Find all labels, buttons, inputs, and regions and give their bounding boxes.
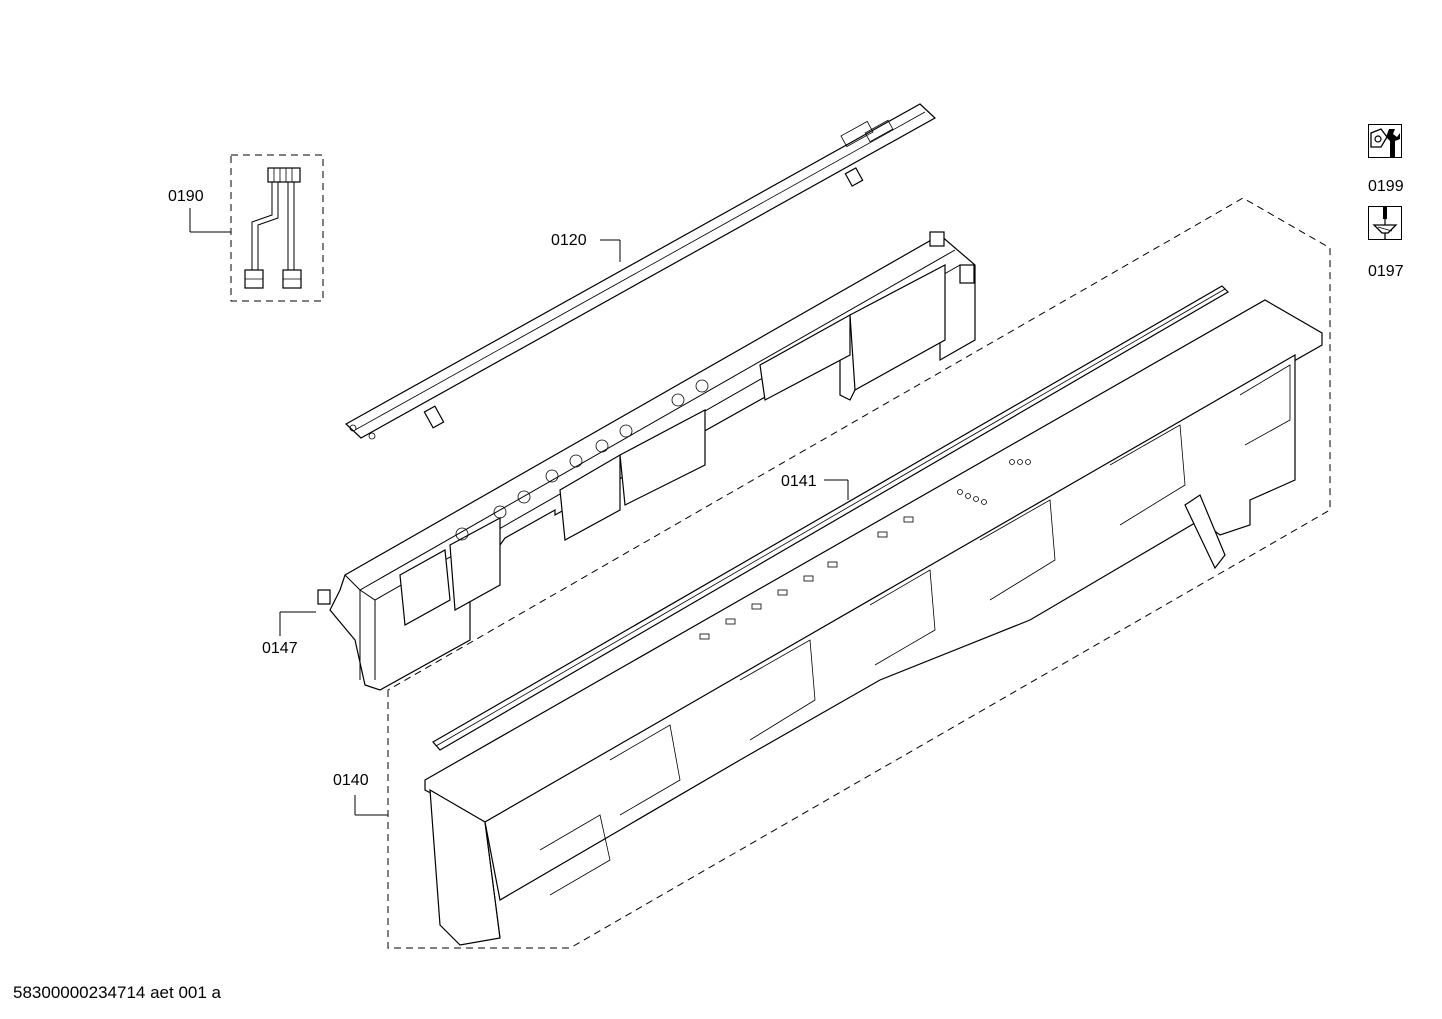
callout-0147[interactable]: 0147 — [262, 640, 298, 657]
callout-0190[interactable]: 0190 — [168, 188, 204, 205]
drawing-id: 58300000234714 aet 001 a — [13, 983, 221, 1002]
callout-0141[interactable]: 0141 — [781, 473, 817, 490]
wiring-harness-part[interactable] — [230, 154, 324, 302]
control-panel-strip-part[interactable] — [344, 103, 937, 440]
callout-0199[interactable]: 0199 — [1368, 178, 1404, 195]
screwdriver-screw-icon[interactable] — [1368, 206, 1402, 240]
callout-0140[interactable]: 0140 — [333, 772, 369, 789]
assembly-boundary-0140 — [387, 197, 1331, 949]
control-panel-fascia-part[interactable] — [424, 299, 1323, 946]
seal-strip-part[interactable] — [432, 285, 1229, 751]
callout-0197[interactable]: 0197 — [1368, 263, 1404, 280]
wrench-nut-icon[interactable] — [1368, 124, 1402, 158]
button-carrier-frame-part[interactable] — [317, 231, 976, 691]
callout-0120[interactable]: 0120 — [551, 232, 587, 249]
